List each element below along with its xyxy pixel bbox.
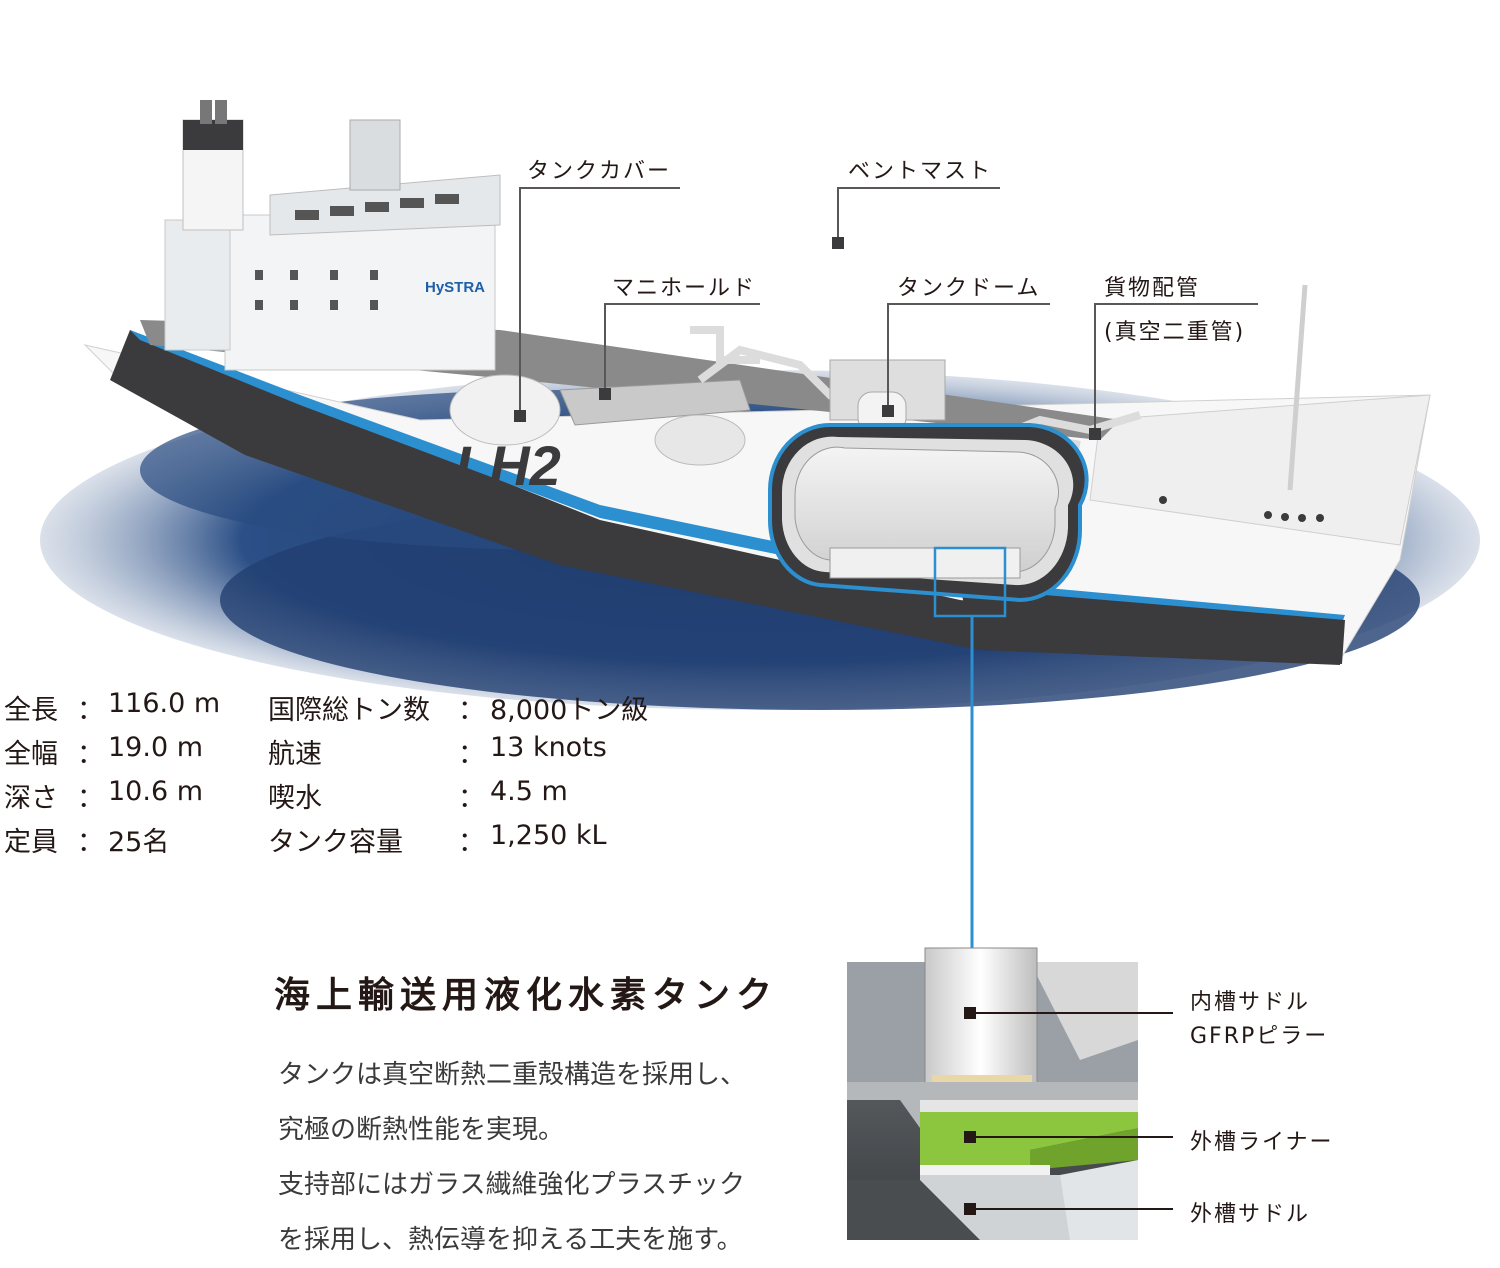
spec-value: 25名 [108, 827, 170, 858]
spec-value: 13 knots [490, 732, 607, 763]
label-tank-dome: タンクドーム [897, 276, 1041, 301]
label-inner-saddle: 内槽サドル [1190, 990, 1311, 1015]
spec-value: 4.5 m [490, 776, 568, 807]
spec-colon: ： [77, 783, 104, 814]
spec-value: 19.0 m [108, 732, 204, 763]
label-vent-mast: ベントマスト [848, 159, 993, 184]
label-cargo-piping: 貨物配管 [1104, 276, 1201, 301]
tank-support-detail [847, 947, 1138, 1240]
label-outer-liner: 外槽ライナー [1190, 1130, 1334, 1155]
spec-colon: ： [458, 827, 485, 858]
spec-name: タンク容量 [268, 827, 403, 858]
description-line: を採用し、熱伝導を抑える工夫を施す。 [278, 1225, 743, 1255]
label-gfrp-pillar: GFRPピラー [1190, 1024, 1329, 1049]
spec-name: 航速 [268, 739, 322, 770]
description-line: 支持部にはガラス繊維強化プラスチック [278, 1170, 745, 1200]
description-line: 究極の断熱性能を実現。 [278, 1115, 565, 1145]
detail-leaders [970, 1012, 1173, 1210]
spec-name: 国際総トン数 [268, 695, 430, 726]
spec-value: 1,250 kL [490, 820, 607, 851]
spec-value: 8,000トン級 [490, 695, 649, 726]
spec-colon: ： [77, 695, 104, 726]
spec-colon: ： [77, 739, 104, 770]
spec-colon: ： [77, 827, 104, 858]
section-title: 海上輸送用液化水素タンク [274, 975, 779, 1016]
label-cargo-piping-sub: (真空二重管) [1104, 320, 1246, 345]
tank-cutaway [767, 423, 1089, 603]
hystra-logo: HySTRA [425, 279, 485, 296]
spec-name: 喫水 [268, 783, 322, 814]
spec-name: 定員 [4, 827, 58, 858]
detail-markers [964, 1007, 976, 1215]
description-line: タンクは真空断熱二重殻構造を採用し、 [278, 1060, 747, 1090]
spec-colon: ： [458, 739, 485, 770]
spec-name: 全長 [4, 695, 58, 726]
spec-value: 116.0 m [108, 688, 221, 719]
spec-name: 深さ [4, 783, 58, 814]
section-description: タンクは真空断熱二重殻構造を採用し、 究極の断熱性能を実現。 支持部にはガラス繊… [278, 1048, 808, 1268]
callout-markers [514, 237, 1101, 440]
spec-colon: ： [458, 783, 485, 814]
label-outer-saddle: 外槽サドル [1190, 1202, 1311, 1227]
spec-colon: ： [458, 695, 485, 726]
spec-value: 10.6 m [108, 776, 204, 807]
label-manifold: マニホールド [612, 276, 757, 301]
callout-leaders [519, 187, 1258, 433]
detail-zoom-box [933, 546, 1007, 618]
label-tank-cover: タンクカバー [527, 159, 672, 184]
spec-name: 全幅 [4, 739, 58, 770]
ship-illustration: LH2 HySTRA [40, 100, 1480, 1240]
